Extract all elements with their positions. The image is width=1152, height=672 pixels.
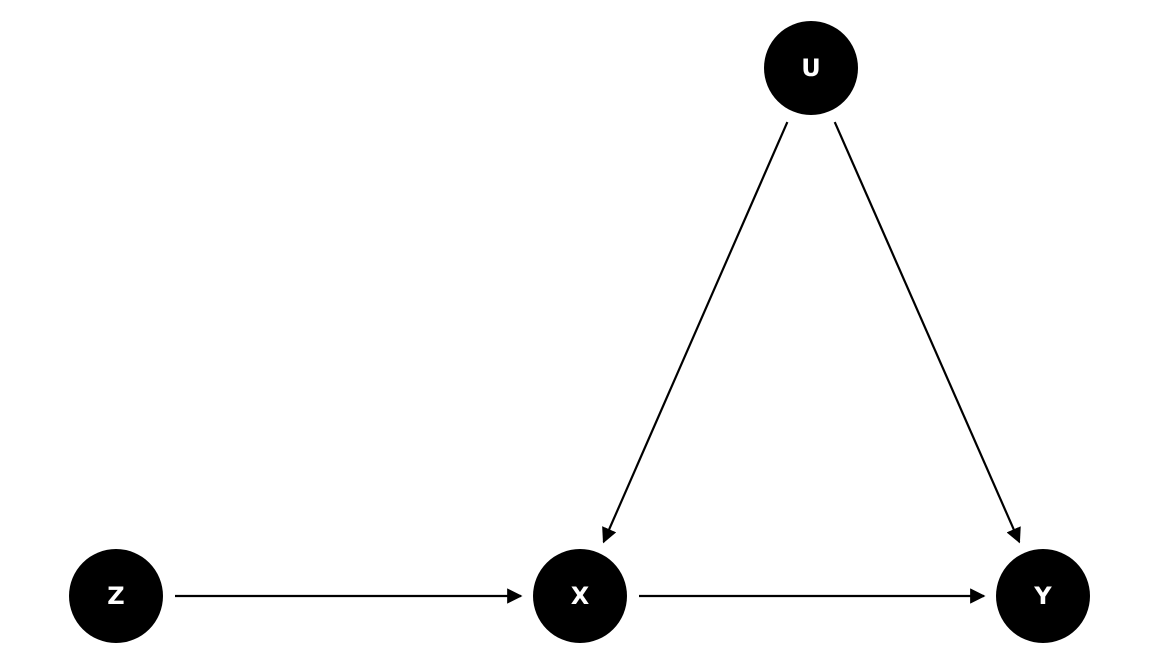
node-z-circle (69, 549, 163, 643)
node-x-label: X (571, 582, 590, 610)
node-u-label: U (801, 54, 821, 82)
node-u: U (764, 21, 858, 115)
node-y-label: Y (1033, 582, 1052, 610)
node-y-circle (996, 549, 1090, 643)
node-z: Z (69, 549, 163, 643)
edge-u-to-y (833, 121, 1021, 544)
node-x-circle (533, 549, 627, 643)
node-y: Y (996, 549, 1090, 643)
edge-u-to-x (602, 121, 789, 544)
edges-group (175, 121, 1021, 604)
node-z-label: Z (107, 582, 124, 610)
nodes-group: U Z X Y (69, 21, 1090, 643)
node-x: X (533, 549, 627, 643)
node-u-circle (764, 21, 858, 115)
